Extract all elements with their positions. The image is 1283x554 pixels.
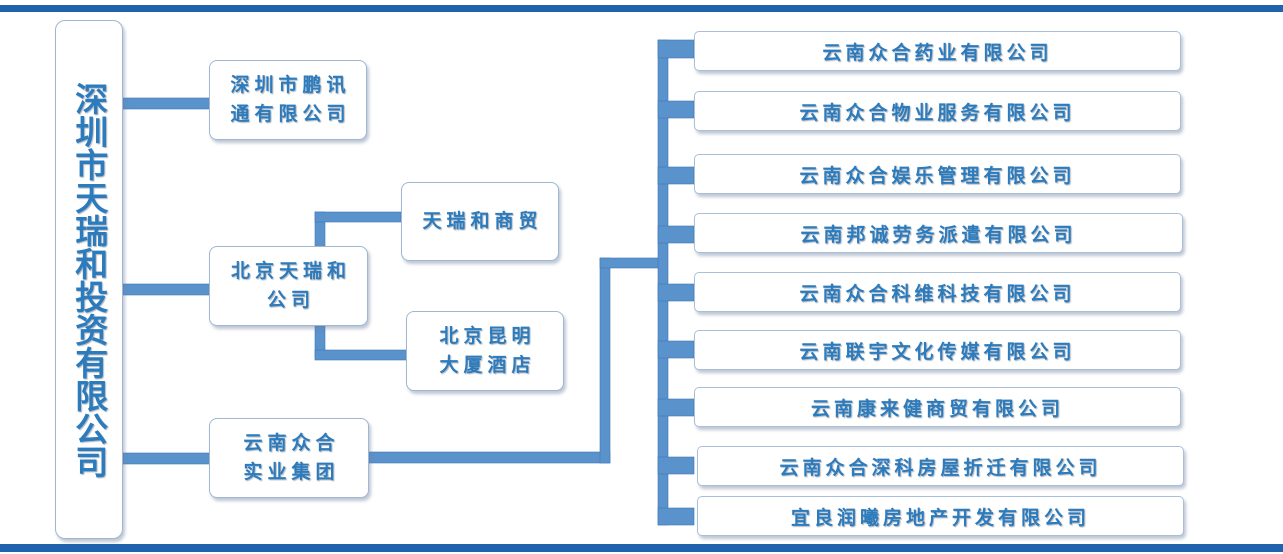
beijing-hotel-box: 北京昆明 大厦酒店 xyxy=(406,311,564,391)
company-box-7: 云南康来健商贸有限公司 xyxy=(694,387,1181,427)
connector-beijing-trade xyxy=(314,211,402,223)
company-name-8: 云南众合深科房屋折迁有限公司 xyxy=(779,456,1102,479)
connector-company-3 xyxy=(657,166,695,185)
company-box-3: 云南众合娱乐管理有限公司 xyxy=(694,154,1181,194)
connector-beijing-hotel xyxy=(314,349,408,361)
company-box-1: 云南众合药业有限公司 xyxy=(694,31,1181,71)
beijing-hotel-name: 北京昆明 大厦酒店 xyxy=(439,325,536,376)
connector-company-9 xyxy=(657,507,695,526)
top-band xyxy=(0,5,1283,12)
beijing-trade-name: 天瑞和商贸 xyxy=(422,210,543,232)
company-box-2: 云南众合物业服务有限公司 xyxy=(694,91,1181,131)
company-name-7: 云南康来健商贸有限公司 xyxy=(810,397,1064,420)
subsidiary-pengxun-box: 深圳市鹏讯 通有限公司 xyxy=(209,60,367,140)
beijing-trade-box: 天瑞和商贸 xyxy=(401,182,559,261)
connector-company-7 xyxy=(657,398,695,417)
connector-group-to-spine xyxy=(599,257,661,269)
connector-root-pengxun xyxy=(122,97,211,110)
company-name-2: 云南众合物业服务有限公司 xyxy=(799,101,1076,124)
connector-group-vertical xyxy=(599,257,611,464)
subsidiary-beijing-box: 北京天瑞和 公司 xyxy=(209,246,368,326)
company-box-6: 云南联宇文化传媒有限公司 xyxy=(694,330,1181,370)
connector-company-8 xyxy=(657,456,695,475)
root-company-name: 深圳市天瑞和投资有限公司 xyxy=(69,81,109,478)
subsidiary-yunnan-group-name: 云南众合 实业集团 xyxy=(243,432,340,483)
company-name-4: 云南邦诚劳务派遣有限公司 xyxy=(800,223,1077,246)
bottom-band xyxy=(0,544,1283,552)
connector-company-5 xyxy=(657,283,695,302)
root-company-box: 深圳市天瑞和投资有限公司 xyxy=(55,20,123,539)
company-name-5: 云南众合科维科技有限公司 xyxy=(799,282,1076,305)
connector-company-4 xyxy=(657,225,695,244)
company-name-1: 云南众合药业有限公司 xyxy=(822,41,1053,64)
company-box-9: 宜良润曦房地产开发有限公司 xyxy=(697,496,1184,536)
connector-company-6 xyxy=(657,340,695,359)
subsidiary-beijing-name: 北京天瑞和 公司 xyxy=(230,260,351,311)
connector-company-2 xyxy=(657,100,695,119)
connector-company-1 xyxy=(657,39,695,59)
company-name-9: 宜良润曦房地产开发有限公司 xyxy=(790,506,1090,529)
subsidiary-yunnan-group-box: 云南众合 实业集团 xyxy=(209,418,369,498)
company-box-5: 云南众合科维科技有限公司 xyxy=(694,272,1181,312)
connector-root-yunnan xyxy=(122,452,211,465)
company-box-8: 云南众合深科房屋折迁有限公司 xyxy=(697,446,1184,486)
company-name-6: 云南联宇文化传媒有限公司 xyxy=(799,340,1076,363)
connector-root-beijing xyxy=(122,283,211,296)
connector-group-horizontal xyxy=(368,451,611,464)
company-box-4: 云南邦诚劳务派遣有限公司 xyxy=(694,213,1183,253)
subsidiary-pengxun-name: 深圳市鹏讯 通有限公司 xyxy=(230,74,351,125)
company-name-3: 云南众合娱乐管理有限公司 xyxy=(799,164,1076,187)
